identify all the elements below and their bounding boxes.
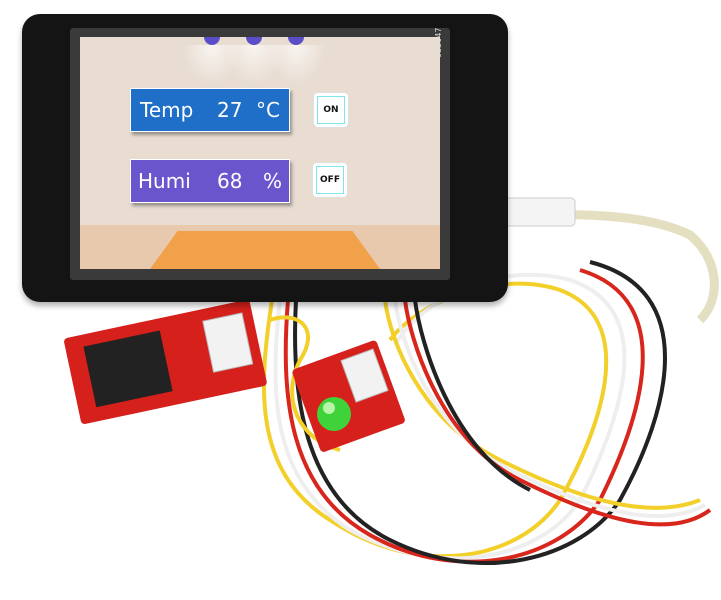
on-button[interactable]: ON xyxy=(314,93,348,127)
humi-label: Humi xyxy=(138,169,191,193)
humi-value: 68 xyxy=(217,169,243,193)
touch-screen: Temp 27 °C Humi 68 % ON OFF xyxy=(80,37,440,269)
device-label: 03S047 xyxy=(434,27,443,58)
temp-value: 27 xyxy=(217,98,243,122)
ceiling-lamp-icon xyxy=(288,37,304,45)
rug xyxy=(150,231,380,269)
usb-plug xyxy=(504,197,576,227)
off-button[interactable]: OFF xyxy=(313,163,347,197)
temp-unit: °C xyxy=(256,98,280,122)
humidity-card: Humi 68 % xyxy=(130,159,290,203)
off-button-label: OFF xyxy=(316,166,344,194)
green-led xyxy=(317,397,351,431)
humi-unit: % xyxy=(263,169,283,193)
temp-label: Temp xyxy=(140,98,194,122)
ceiling-lamp-icon xyxy=(204,37,220,45)
on-button-label: ON xyxy=(317,96,345,124)
sensor-module xyxy=(64,299,267,425)
temperature-card: Temp 27 °C xyxy=(130,88,290,132)
ceiling-lamp-icon xyxy=(246,37,262,45)
